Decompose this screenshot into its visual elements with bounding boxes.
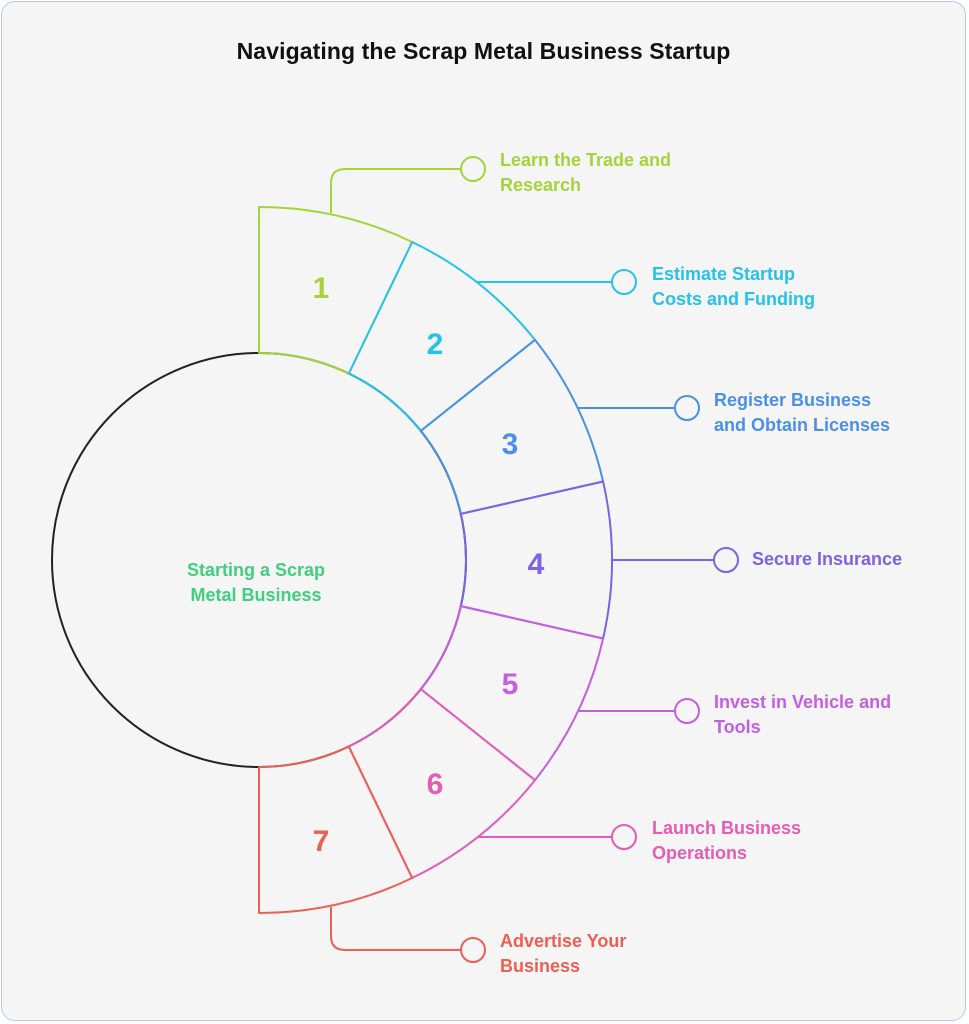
step-label-4: Secure Insurance (752, 547, 902, 572)
step-number-7: 7 (312, 825, 330, 858)
step-label-1: Learn the Trade and Research (500, 148, 671, 198)
step-connector-6 (477, 824, 637, 850)
center-label-line2: Metal Business (190, 585, 322, 605)
step-label-5-line1: Invest in Vehicle and (714, 692, 892, 712)
step-segment-3 (419, 338, 605, 515)
connector-end-circle (460, 156, 486, 182)
step-label-2: Estimate Startup Costs and Funding (652, 262, 815, 312)
center-label-line1: Starting a Scrap (186, 560, 326, 580)
step-segment-2 (347, 241, 536, 432)
connector-end-circle (611, 824, 637, 850)
step-number-1: 1 (312, 272, 330, 305)
step-label-1-line1: Learn the Trade and (500, 150, 672, 170)
connector-line (330, 907, 461, 951)
step-label-7-line2: Business (500, 956, 581, 976)
step-label-1-line2: Research (500, 175, 582, 195)
connector-end-circle (611, 269, 637, 295)
step-number-3: 3 (501, 428, 519, 461)
step-label-6: Launch Business Operations (652, 816, 801, 866)
step-segment-6 (347, 688, 536, 879)
step-segment-1 (258, 206, 414, 375)
step-connector-4 (612, 547, 739, 573)
step-connector-2 (476, 269, 637, 295)
step-number-2: 2 (426, 328, 444, 361)
step-number-4: 4 (527, 548, 545, 581)
page-title: Navigating the Scrap Metal Business Star… (236, 38, 731, 64)
center-label: Starting a Scrap Metal Business (150, 558, 362, 608)
step-label-3-line2: and Obtain Licenses (714, 415, 891, 435)
step-label-5-line2: Tools (714, 717, 761, 737)
connector-end-circle (460, 937, 486, 963)
step-connector-3 (577, 395, 700, 421)
step-label-5: Invest in Vehicle and Tools (714, 690, 891, 740)
step-number-6: 6 (426, 768, 444, 801)
step-label-4-line1: Secure Insurance (752, 549, 903, 569)
step-label-2-line2: Costs and Funding (652, 289, 815, 309)
connector-end-circle (674, 698, 700, 724)
step-number-5: 5 (501, 668, 519, 701)
step-connector-1 (330, 156, 486, 213)
step-segment-4 (459, 480, 613, 640)
step-connectors (330, 156, 739, 963)
connector-end-circle (713, 547, 739, 573)
connector-end-circle (674, 395, 700, 421)
step-label-7-line1: Advertise Your (500, 931, 627, 951)
step-segments (258, 206, 613, 914)
step-label-2-line1: Estimate Startup (652, 264, 796, 284)
connector-line (330, 168, 461, 213)
step-label-6-line1: Launch Business (652, 818, 802, 838)
step-label-7: Advertise Your Business (500, 929, 626, 979)
step-label-3-line1: Register Business (714, 390, 872, 410)
step-label-6-line2: Operations (652, 843, 748, 863)
step-label-3: Register Business and Obtain Licenses (714, 388, 890, 438)
step-segment-7 (258, 745, 414, 914)
step-connector-5 (578, 698, 700, 724)
step-segment-5 (419, 605, 605, 782)
step-connector-7 (330, 907, 486, 963)
